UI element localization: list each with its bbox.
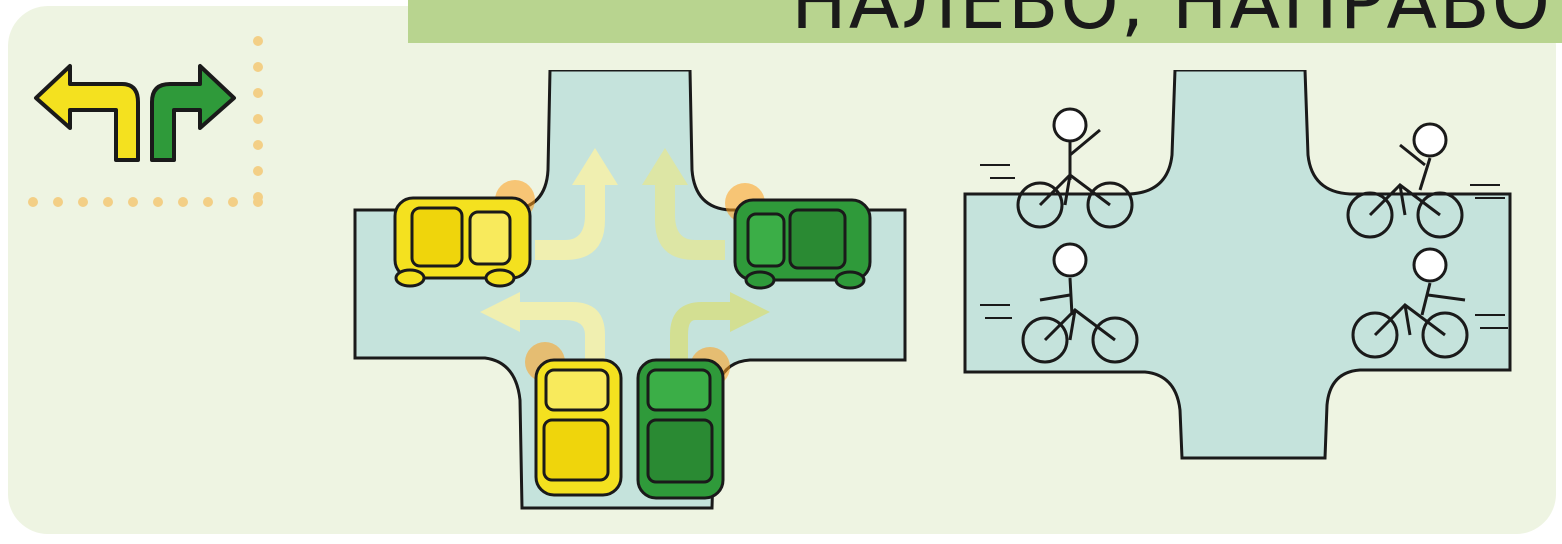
green-car-right xyxy=(735,200,870,288)
road-surface xyxy=(355,70,905,508)
turn-left-arrow-icon xyxy=(36,66,138,160)
turn-right-arrow-icon xyxy=(152,66,234,160)
page-title: НАЛЕВО, НАПРАВО xyxy=(791,0,1552,43)
title-bar: НАЛЕВО, НАПРАВО xyxy=(408,0,1562,43)
turn-arrows-icon xyxy=(30,58,240,168)
yellow-car-left xyxy=(395,198,530,286)
cars-intersection-illustration xyxy=(350,70,910,510)
cyclists-intersection-illustration xyxy=(960,70,1520,460)
yellow-car-bottom xyxy=(536,360,621,495)
green-car-bottom xyxy=(638,360,723,498)
